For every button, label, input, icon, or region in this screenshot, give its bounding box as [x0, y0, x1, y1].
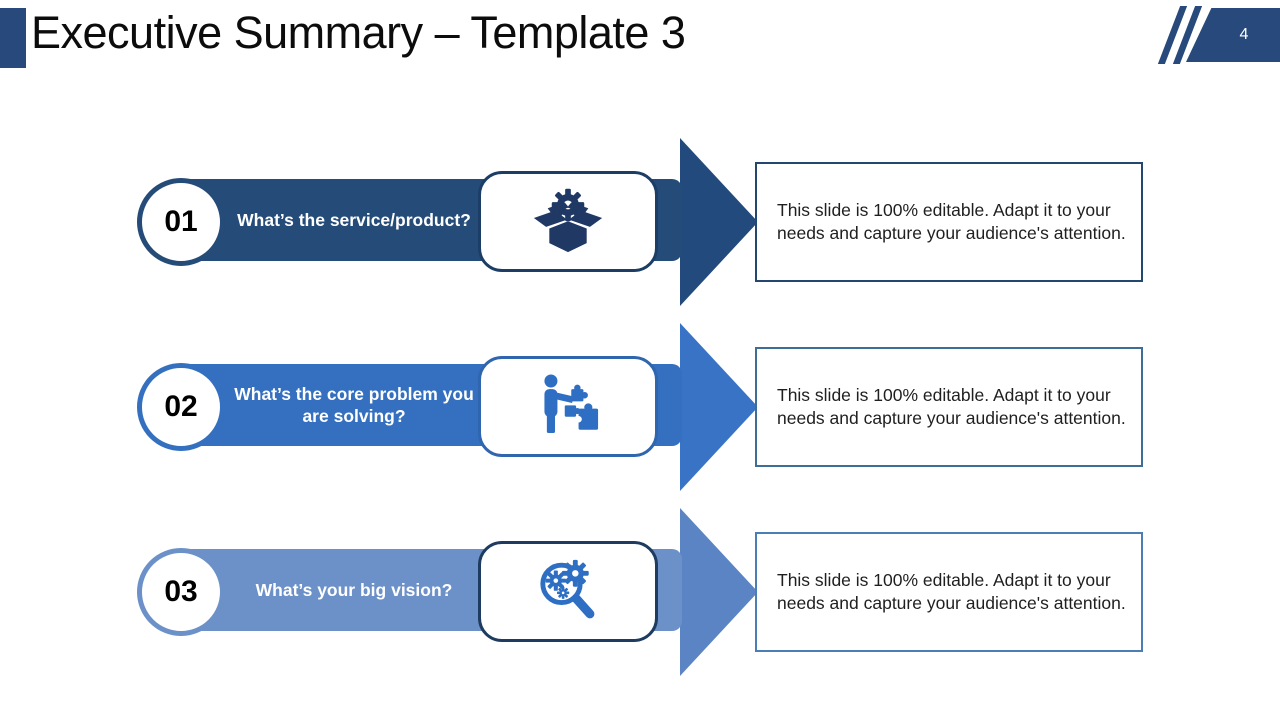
- step-number-circle: 03: [137, 548, 225, 636]
- description-text: This slide is 100% editable. Adapt it to…: [777, 570, 1126, 613]
- summary-row: What’s the core problem you are solving?…: [0, 320, 1280, 494]
- title-accent-bar: [0, 8, 26, 68]
- icon-card: [478, 541, 658, 642]
- open-box-gear-icon: [529, 183, 607, 261]
- question-text: What’s your big vision?: [255, 579, 453, 600]
- description-box: This slide is 100% editable. Adapt it to…: [755, 162, 1143, 282]
- right-arrow-shape: [680, 508, 758, 676]
- step-number-circle: 01: [137, 178, 225, 266]
- question-text: What’s the core problem you are solving?: [234, 383, 474, 426]
- summary-row: What’s the service/product? 01: [0, 135, 1280, 309]
- description-text: This slide is 100% editable. Adapt it to…: [777, 385, 1126, 428]
- person-puzzle-icon: [529, 368, 607, 446]
- page-number: 4: [1239, 26, 1249, 43]
- icon-card: [478, 171, 658, 272]
- question-text: What’s the service/product?: [237, 209, 471, 230]
- magnifier-gears-icon: [529, 553, 607, 631]
- description-text: This slide is 100% editable. Adapt it to…: [777, 200, 1126, 243]
- right-arrow-shape: [680, 323, 758, 491]
- summary-row: What’s your big vision? 03: [0, 505, 1280, 679]
- step-number: 01: [164, 205, 198, 238]
- description-box: This slide is 100% editable. Adapt it to…: [755, 347, 1143, 467]
- page-title: Executive Summary – Template 3: [31, 7, 686, 58]
- step-number-circle: 02: [137, 363, 225, 451]
- page-number-badge: 4: [1186, 8, 1280, 62]
- icon-card: [478, 356, 658, 457]
- step-number: 03: [164, 575, 198, 608]
- right-arrow-shape: [680, 138, 758, 306]
- description-box: This slide is 100% editable. Adapt it to…: [755, 532, 1143, 652]
- step-number: 02: [164, 390, 198, 423]
